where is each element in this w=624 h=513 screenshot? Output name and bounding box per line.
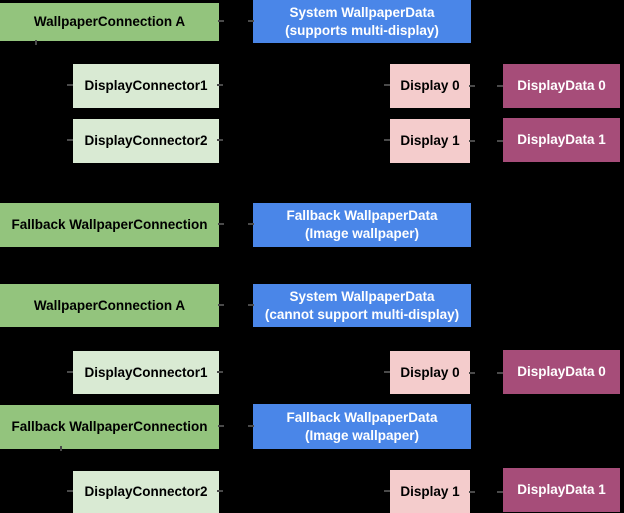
node-display0-3: Display 0 xyxy=(390,351,470,394)
connector-stub xyxy=(218,20,224,22)
connector-stub xyxy=(60,446,62,451)
connector-stub xyxy=(248,304,254,306)
connector-stub xyxy=(35,40,37,45)
node-system-wallpaper-data-multi: System WallpaperData (supports multi-dis… xyxy=(253,0,471,43)
node-display1-1: Display 1 xyxy=(390,119,470,163)
connector-stub xyxy=(497,140,503,142)
node-label-line2: (Image wallpaper) xyxy=(304,427,420,443)
node-display-connector1-1: DisplayConnector1 xyxy=(73,64,219,108)
connector-stub xyxy=(67,371,73,373)
connector-stub xyxy=(497,85,503,87)
node-fallback-wallpaper-data-2: Fallback WallpaperData (Image wallpaper) xyxy=(253,203,471,247)
node-display-connector1-3: DisplayConnector1 xyxy=(73,351,219,394)
connector-stub xyxy=(218,223,224,225)
connector-stub xyxy=(469,85,475,87)
connector-stub xyxy=(384,139,390,141)
connector-stub xyxy=(217,84,223,86)
node-label-line1: Fallback WallpaperData xyxy=(286,409,438,425)
connector-stub xyxy=(469,140,475,142)
node-wallpaper-connection-a-3: WallpaperConnection A xyxy=(0,284,219,327)
node-label-line2: (supports multi-display) xyxy=(285,22,439,38)
node-wallpaper-connection-a-1: WallpaperConnection A xyxy=(0,3,219,41)
connector-stub xyxy=(384,371,390,373)
connector-stub xyxy=(497,491,503,493)
node-display-connector2-3: DisplayConnector2 xyxy=(73,471,219,513)
connector-stub xyxy=(217,139,223,141)
connector-stub xyxy=(248,20,254,22)
connector-stub xyxy=(384,490,390,492)
node-label-line2: (cannot support multi-display) xyxy=(264,306,460,322)
node-fallback-wallpaper-connection-3: Fallback WallpaperConnection xyxy=(0,405,219,449)
connector-stub xyxy=(218,304,224,306)
node-display0-1: Display 0 xyxy=(390,64,470,108)
node-fallback-wallpaper-connection-2: Fallback WallpaperConnection xyxy=(0,203,219,247)
node-label-line1: System WallpaperData xyxy=(289,288,435,304)
connector-stub xyxy=(469,491,475,493)
node-display-data1-1: DisplayData 1 xyxy=(503,118,620,162)
node-label-line2: (Image wallpaper) xyxy=(304,226,420,241)
connector-stub xyxy=(217,490,223,492)
node-label-line1: Fallback WallpaperData xyxy=(286,208,438,223)
connector-stub xyxy=(67,139,73,141)
node-fallback-wallpaper-data-3: Fallback WallpaperData (Image wallpaper) xyxy=(253,404,471,449)
node-display-data0-3: DisplayData 0 xyxy=(503,350,620,394)
connector-stub xyxy=(67,84,73,86)
node-display-connector2-1: DisplayConnector2 xyxy=(73,119,219,163)
connector-stub xyxy=(218,425,224,427)
connector-stub xyxy=(217,371,223,373)
connector-stub xyxy=(67,490,73,492)
connector-stub xyxy=(469,372,475,374)
connector-stub xyxy=(248,223,254,225)
node-display1-3: Display 1 xyxy=(390,470,470,513)
node-display-data1-3: DisplayData 1 xyxy=(503,468,620,512)
node-system-wallpaper-data-single: System WallpaperData (cannot support mul… xyxy=(253,284,471,327)
node-label-line1: System WallpaperData xyxy=(289,4,435,20)
connector-stub xyxy=(497,372,503,374)
connector-stub xyxy=(248,425,254,427)
connector-stub xyxy=(384,84,390,86)
node-display-data0-1: DisplayData 0 xyxy=(503,64,620,108)
